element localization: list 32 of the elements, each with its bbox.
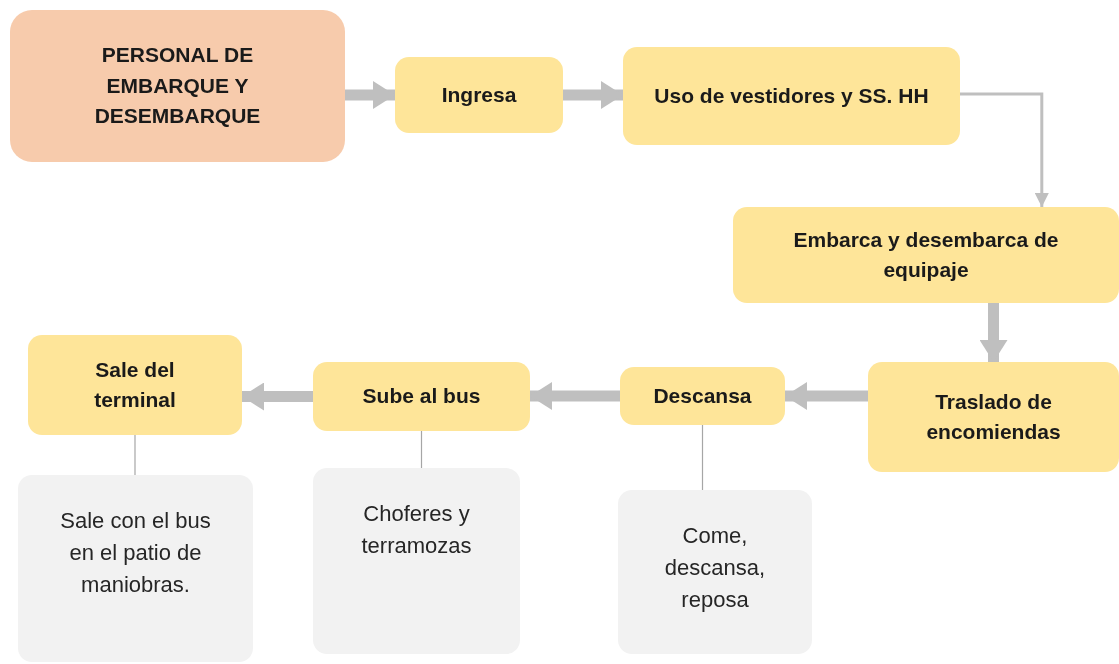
box-label: Descansa — [653, 382, 752, 409]
arrow — [563, 81, 623, 109]
box-label: Uso de vestidores y SS. HH — [654, 82, 929, 109]
process-box — [28, 335, 242, 435]
arrow — [345, 81, 395, 109]
arrow — [242, 382, 313, 411]
box-label: Ingresa — [441, 81, 517, 108]
box-label: Embarca y desembarca de equipaje — [792, 226, 1060, 283]
arrow — [785, 382, 868, 410]
process-box — [733, 207, 1119, 303]
box-label: Traslado de encomiendas — [925, 388, 1062, 445]
note-box — [18, 475, 253, 662]
box-label: Sale con el bus en el patio de maniobras. — [59, 507, 212, 599]
process-box — [313, 362, 530, 431]
box-label: Choferes y terramozas — [360, 500, 473, 560]
process-box — [10, 10, 345, 162]
arrow — [530, 382, 620, 410]
connector-line — [420, 430, 423, 469]
process-box — [620, 367, 785, 425]
arrow — [960, 92, 1049, 207]
connector-line — [701, 424, 704, 491]
box-label: Come, descansa, reposa — [663, 522, 767, 614]
arrow — [979, 303, 1008, 362]
box-label: Sube al bus — [362, 383, 481, 410]
process-box — [623, 47, 960, 145]
note-box — [313, 468, 520, 654]
box-label: PERSONAL DE EMBARQUE Y DESEMBARQUE — [93, 42, 262, 130]
box-label: Sale del terminal — [93, 356, 177, 413]
note-box — [618, 490, 812, 654]
process-box — [395, 57, 563, 133]
process-box — [868, 362, 1119, 472]
connector-line — [134, 434, 136, 476]
